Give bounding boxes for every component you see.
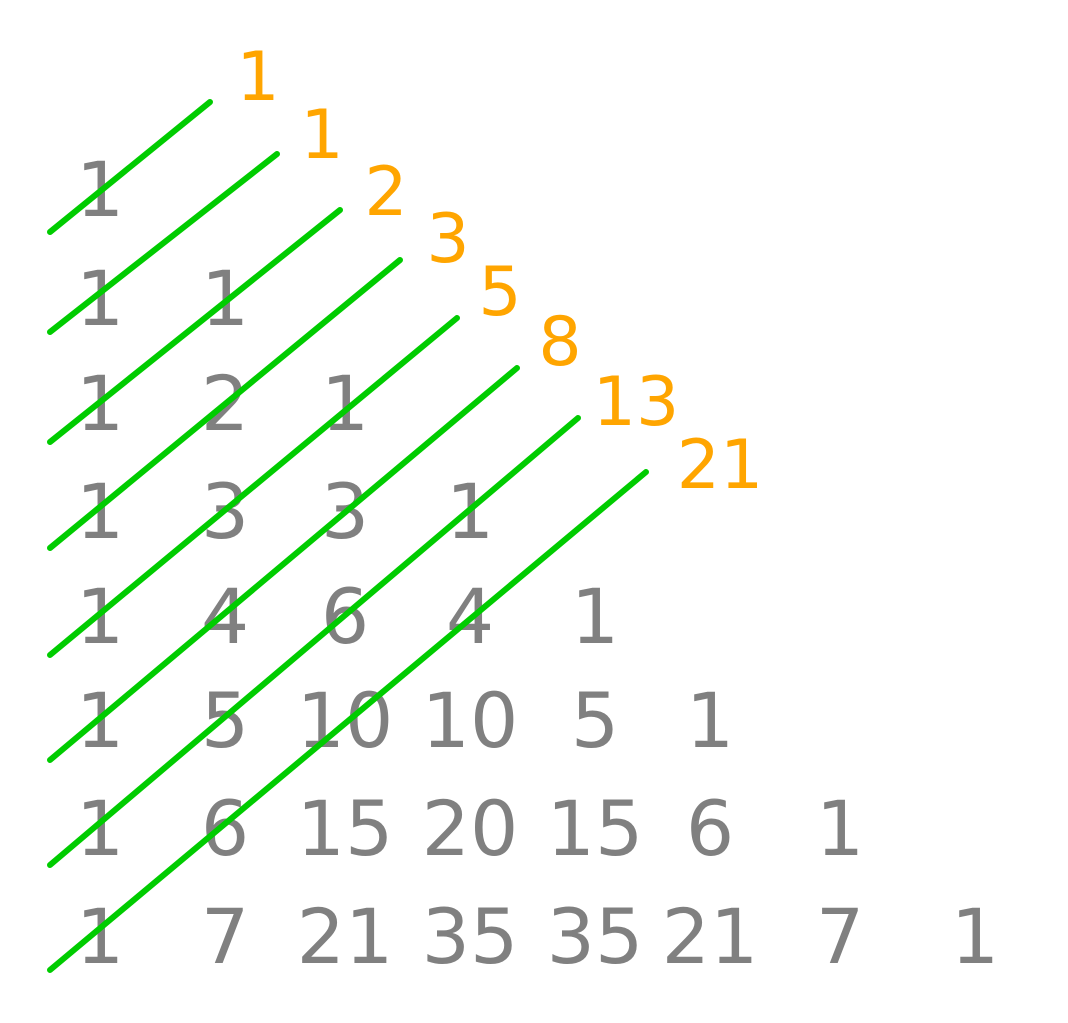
pascal-number: 5 [571,676,619,765]
pascal-number: 1 [816,784,864,873]
pascal-number: 21 [662,892,759,981]
diagonal-line [47,207,343,445]
pascal-number: 1 [76,254,124,343]
diagonal-line [47,151,280,335]
diagonal-line [47,365,520,763]
pascal-number: 1 [571,572,619,661]
fibonacci-label: 13 [593,363,680,442]
pascal-number: 6 [201,784,249,873]
pascal-number: 15 [297,784,394,873]
pascal-number: 7 [201,892,249,981]
pascal-number: 35 [422,892,519,981]
pascal-triangle: 1111211331146411510105116152015611721353… [76,145,999,981]
diagonal-line [47,315,460,658]
pascal-number: 15 [547,784,644,873]
pascal-number: 20 [422,784,519,873]
fibonacci-label: 21 [677,426,764,505]
pascal-row: 1331 [76,467,494,556]
pascal-number: 1 [76,892,124,981]
fibonacci-label: 5 [478,253,521,332]
fibonacci-label: 1 [300,96,343,175]
diagonal-line [47,415,581,868]
pascal-number: 1 [686,676,734,765]
pascal-number: 10 [422,676,519,765]
pascal-row: 11 [76,254,249,343]
pascal-number: 21 [297,892,394,981]
diagonal-line [47,99,213,235]
pascal-number: 7 [816,892,864,981]
fibonacci-label: 2 [364,153,407,232]
fibonacci-label: 8 [538,303,581,382]
diagonal-line [47,257,403,551]
pascal-number: 1 [76,467,124,556]
fibonacci-label: 1 [236,38,279,117]
pascal-number: 1 [951,892,999,981]
diagonal-line [47,469,649,973]
pascal-number: 6 [686,784,734,873]
diagonal-lines [47,99,649,973]
fibonacci-label: 3 [426,200,469,279]
pascal-row: 14641 [76,572,619,661]
pascal-row: 15101051 [76,676,734,765]
pascal-number: 1 [76,784,124,873]
pascal-number: 35 [547,892,644,981]
pascal-number: 1 [321,359,369,448]
